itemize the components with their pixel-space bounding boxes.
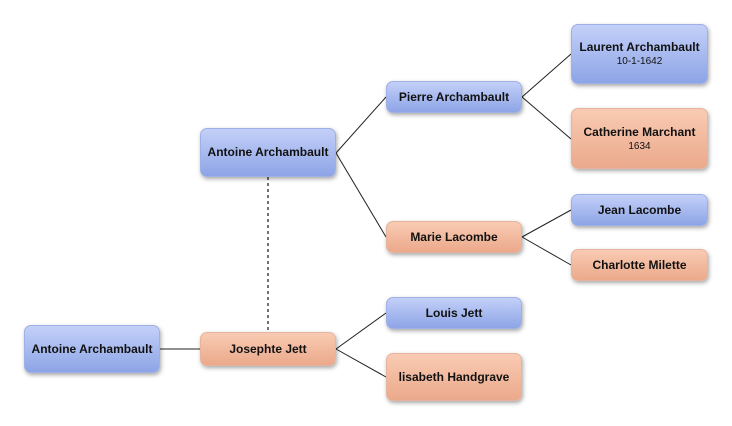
person-laurent-archambault[interactable]: Laurent Archambault 10-1-1642 bbox=[571, 24, 708, 84]
person-josephte-jett[interactable]: Josephte Jett bbox=[200, 332, 336, 366]
person-date: 1634 bbox=[628, 140, 651, 152]
person-louis-jett[interactable]: Louis Jett bbox=[386, 297, 522, 329]
connector-marie-charlotte bbox=[521, 236, 572, 266]
person-root-antoine-archambault[interactable]: Antoine Archambault bbox=[24, 325, 160, 373]
connector-pierre-catherine bbox=[521, 96, 572, 140]
person-name: Catherine Marchant bbox=[583, 124, 696, 139]
person-name: Josephte Jett bbox=[229, 341, 307, 356]
person-name: Antoine Archambault bbox=[207, 145, 329, 159]
connector-josephte-louis bbox=[335, 312, 387, 350]
person-name: Laurent Archambault bbox=[579, 40, 700, 54]
person-name: Jean Lacombe bbox=[597, 202, 682, 217]
person-father-antoine-archambault[interactable]: Antoine Archambault bbox=[200, 128, 336, 177]
person-charlotte-milette[interactable]: Charlotte Milette bbox=[571, 249, 708, 281]
person-name: Pierre Archambault bbox=[398, 89, 510, 104]
connector-pierre-laurent bbox=[521, 53, 572, 98]
person-name: Charlotte Milette bbox=[592, 257, 687, 272]
connector-marie-jean bbox=[521, 209, 572, 238]
person-pierre-archambault[interactable]: Pierre Archambault bbox=[386, 81, 522, 113]
connector-antoine-marie bbox=[335, 152, 387, 238]
person-name: Marie Lacombe bbox=[410, 229, 498, 244]
person-marie-lacombe[interactable]: Marie Lacombe bbox=[386, 221, 522, 253]
person-date: 10-1-1642 bbox=[616, 56, 663, 67]
connector-antoine-pierre bbox=[335, 96, 387, 154]
person-lisabeth-handgrave[interactable]: lisabeth Handgrave bbox=[386, 353, 522, 401]
person-name: Louis Jett bbox=[425, 305, 483, 320]
person-catherine-marchant[interactable]: Catherine Marchant 1634 bbox=[571, 108, 708, 169]
person-name: Antoine Archambault bbox=[31, 341, 153, 356]
connector-josephte-lisabeth bbox=[335, 348, 387, 378]
person-name: lisabeth Handgrave bbox=[398, 369, 510, 384]
person-jean-lacombe[interactable]: Jean Lacombe bbox=[571, 194, 708, 226]
